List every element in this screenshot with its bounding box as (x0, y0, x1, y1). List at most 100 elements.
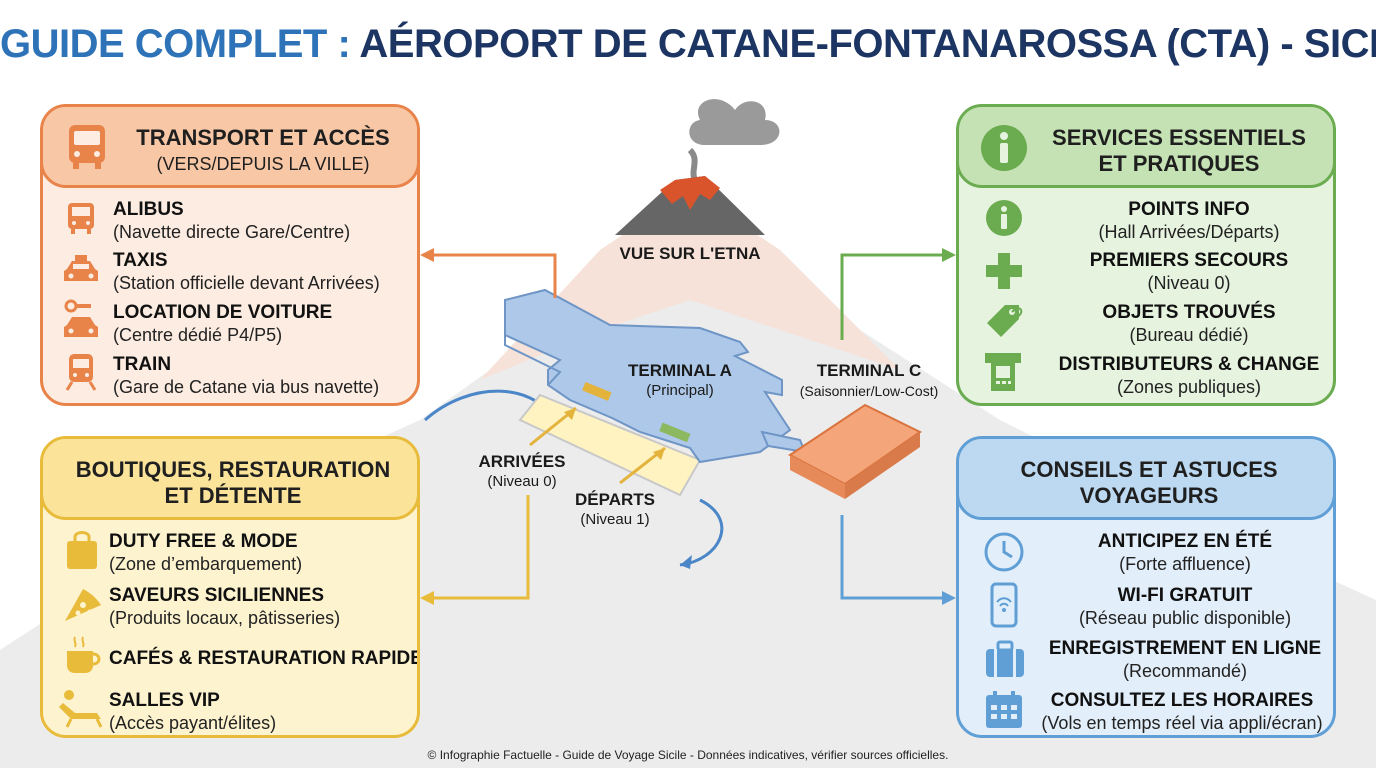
footer-credit: © Infographie Factuelle - Guide de Voyag… (427, 748, 949, 762)
shops-header (43, 439, 417, 520)
item-name: SAVEURS SICILIENNES (109, 585, 325, 606)
item-name: DISTRIBUTEURS & CHANGE (1058, 354, 1320, 375)
pizza-icon (65, 589, 101, 621)
etna-label: VUE SUR L'ETNA (590, 244, 790, 264)
item-desc: (Forte affluence) (1119, 554, 1251, 574)
transport-header (43, 107, 417, 188)
connector-transport (430, 253, 557, 298)
item-desc: (Gare de Catane via bus navette) (113, 377, 380, 397)
item-name: CAFÉS & RESTAURATION RAPIDE (109, 648, 420, 669)
coffee-icon (67, 636, 101, 673)
services-title-line1: SERVICES ESSENTIELS (1052, 125, 1306, 150)
item-desc: (Vols en temps réel via appli/écran) (1041, 713, 1323, 733)
shops-item-cafes: CAFÉS & RESTAURATION RAPIDE (109, 648, 420, 670)
terminal-a-name: TERMINAL A (628, 361, 732, 380)
arrivees-name: ARRIVÉES (478, 452, 566, 471)
services-item-secours: PREMIERS SECOURS(Niveau 0) (1029, 250, 1333, 294)
transport-title: TRANSPORT ET ACCÈS (136, 125, 390, 150)
terminal-a-label: TERMINAL A (Principal) (600, 361, 760, 401)
car-key-icon (64, 299, 98, 337)
tag-icon (987, 305, 1023, 337)
item-name: WI-FI GRATUIT (1117, 585, 1253, 606)
item-name: ALIBUS (113, 199, 184, 220)
item-desc: (Recommandé) (1122, 661, 1248, 681)
shops-title-line1: BOUTIQUES, RESTAURATION (75, 457, 391, 482)
item-desc: (Navette directe Gare/Centre) (113, 222, 351, 242)
apron-area (518, 393, 702, 497)
terminal-a-sub: (Principal) (646, 382, 714, 399)
item-desc: (Produits locaux, pâtisseries) (109, 608, 341, 628)
connector-services (840, 253, 950, 340)
departs-label: DÉPARTS (Niveau 1) (555, 490, 675, 530)
bus-header-icon (69, 125, 105, 169)
title-part2: AÉROPORT DE CATANE-FONTANAROSSA (CTA) - … (359, 22, 1376, 66)
item-name: ANTICIPEZ EN ÉTÉ (1097, 531, 1273, 552)
services-item-objets: OBJETS TROUVÉS(Bureau dédié) (1029, 302, 1333, 346)
connector-shops (430, 495, 530, 600)
clock-icon (984, 532, 1024, 572)
arrivees-sub: (Niveau 0) (487, 473, 557, 490)
tips-title-line1: CONSEILS ET ASTUCES (1020, 457, 1278, 482)
item-name: OBJETS TROUVÉS (1102, 302, 1276, 323)
item-desc: (Centre dédié P4/P5) (113, 325, 283, 345)
transport-item-alibus: ALIBUS(Navette directe Gare/Centre) (113, 199, 413, 243)
item-name: SALLES VIP (109, 690, 220, 711)
calendar-icon (986, 691, 1022, 728)
item-name: ENREGISTREMENT EN LIGNE (1048, 638, 1322, 659)
item-name: PREMIERS SECOURS (1089, 250, 1289, 271)
transport-panel: TRANSPORT ET ACCÈS (VERS/DEPUIS LA VILLE… (40, 104, 420, 406)
info-header-icon (981, 125, 1027, 171)
item-desc: (Bureau dédié) (1129, 325, 1249, 345)
tips-title-line2: VOYAGEURS (1079, 483, 1219, 508)
tips-title-block: CONSEILS ET ASTUCES VOYAGEURS (979, 457, 1319, 509)
terminal-c-name: TERMINAL C (816, 361, 922, 380)
shops-item-saveurs: SAVEURS SICILIENNES(Produits locaux, pât… (109, 585, 417, 629)
transport-item-taxis: TAXIS(Station officielle devant Arrivées… (113, 250, 413, 294)
atm-icon (985, 353, 1021, 391)
etna-label-text: VUE SUR L'ETNA (619, 244, 761, 263)
item-desc: (Station officielle devant Arrivées) (113, 273, 380, 293)
arrivees-label: ARRIVÉES (Niveau 0) (462, 452, 582, 492)
tips-item-enregistrement: ENREGISTREMENT EN LIGNE(Recommandé) (1035, 638, 1333, 682)
shops-title-line2: ET DÉTENTE (164, 483, 302, 508)
transport-item-train: TRAIN(Gare de Catane via bus navette) (113, 354, 413, 398)
services-item-distributeurs: DISTRIBUTEURS & CHANGE(Zones publiques) (1029, 354, 1333, 398)
services-panel: SERVICES ESSENTIELS ET PRATIQUES POINTS … (956, 104, 1336, 406)
departs-name: DÉPARTS (575, 490, 655, 509)
taxi-icon (64, 255, 98, 281)
item-name: LOCATION DE VOITURE (113, 302, 333, 323)
shops-title-block: BOUTIQUES, RESTAURATION ET DÉTENTE (63, 457, 403, 509)
tips-item-wifi: WI-FI GRATUIT(Réseau public disponible) (1035, 585, 1333, 629)
train-icon (65, 354, 97, 391)
item-desc: (Zone d’embarquement) (109, 554, 303, 574)
services-title-line2: ET PRATIQUES (1098, 151, 1260, 176)
item-name: TRAIN (113, 354, 172, 375)
item-desc: (Accès payant/élites) (109, 713, 277, 733)
terminal-c-sub: (Saisonnier/Low-Cost) (799, 383, 939, 399)
shops-panel: BOUTIQUES, RESTAURATION ET DÉTENTE DUTY … (40, 436, 420, 738)
shopping-bag-icon (67, 531, 97, 569)
page-title: GUIDE COMPLET : AÉROPORT DE CATANE-FONTA… (0, 22, 1376, 67)
first-aid-icon (986, 253, 1022, 289)
departs-sub: (Niveau 1) (580, 511, 650, 528)
info-icon (986, 200, 1022, 236)
shops-item-vip: SALLES VIP(Accès payant/élites) (109, 690, 417, 734)
shops-item-dutyfree: DUTY FREE & MODE(Zone d’embarquement) (109, 531, 417, 575)
lounge-chair-icon (59, 690, 103, 728)
luggage-icon (986, 640, 1024, 677)
services-title-block: SERVICES ESSENTIELS ET PRATIQUES (1029, 125, 1329, 177)
item-desc: (Niveau 0) (1147, 273, 1231, 293)
item-name: DUTY FREE & MODE (109, 531, 298, 552)
wifi-phone-icon (990, 582, 1018, 628)
tips-item-ete: ANTICIPEZ EN ÉTÉ(Forte affluence) (1035, 531, 1333, 575)
item-name: CONSULTEZ LES HORAIRES (1050, 690, 1314, 711)
connector-tips (840, 515, 950, 600)
transport-title-block: TRANSPORT ET ACCÈS (VERS/DEPUIS LA VILLE… (113, 125, 413, 177)
volcano-icon (615, 99, 780, 235)
transport-item-location: LOCATION DE VOITURE(Centre dédié P4/P5) (113, 302, 413, 346)
bus-icon (68, 203, 94, 234)
tips-item-horaires: CONSULTEZ LES HORAIRES(Vols en temps rée… (1029, 690, 1333, 734)
tips-panel: CONSEILS ET ASTUCES VOYAGEURS ANTICIPEZ … (956, 436, 1336, 738)
services-item-info: POINTS INFO(Hall Arrivées/Départs) (1029, 199, 1333, 243)
item-desc: (Réseau public disponible) (1078, 608, 1292, 628)
